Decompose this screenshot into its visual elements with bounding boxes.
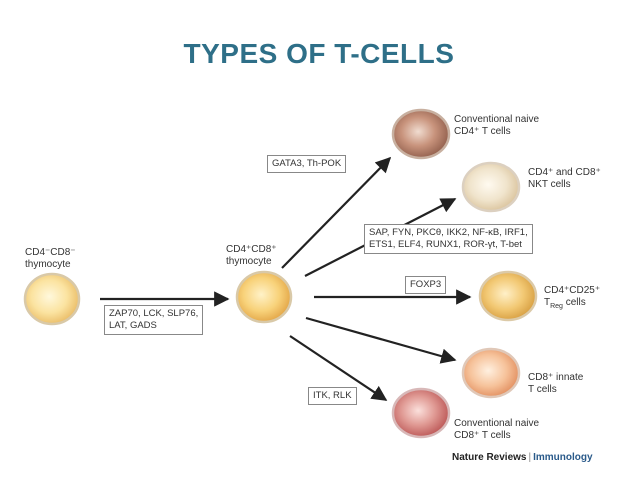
cell-cd8-innate	[461, 347, 521, 399]
label-source-thymocyte: CD4⁻CD8⁻ thymocyte	[25, 247, 76, 270]
factor-box-nkt: SAP, FYN, PKCθ, IKK2, NF-κB, IRF1, ETS1,…	[364, 224, 533, 254]
factor-box-dn-to-dp: ZAP70, LCK, SLP76, LAT, GADS	[104, 305, 204, 335]
arrow-to-cd8-naive	[289, 335, 388, 401]
label-treg: CD4⁺CD25⁺ TReg cells	[544, 285, 601, 310]
cell-cd8-naive	[391, 387, 451, 439]
source-credit: Nature Reviews|Immunology	[452, 452, 593, 463]
label-cd4-naive: Conventional naive CD4⁺ T cells	[454, 114, 540, 137]
factor-box-cd8: ITK, RLK	[308, 387, 357, 405]
label-nkt: CD4⁺ and CD8⁺ NKT cells	[528, 167, 601, 190]
cell-dp-thymocyte	[235, 270, 293, 324]
cell-nkt	[461, 161, 521, 213]
label-dp-thymocyte: CD4⁺CD8⁺ thymocyte	[226, 244, 277, 267]
cell-source-thymocyte	[23, 272, 81, 326]
slide-title: TYPES OF T-CELLS	[183, 38, 455, 69]
cell-cd4-naive	[391, 108, 451, 160]
arrow-to-cd4-naive	[281, 156, 392, 269]
factor-box-treg: FOXP3	[405, 276, 447, 294]
label-cd8-innate: CD8⁺ innate T cells	[528, 372, 584, 395]
factor-box-cd4: GATA3, Th-POK	[267, 155, 347, 173]
label-cd8-naive: Conventional naive CD8⁺ T cells	[454, 418, 540, 441]
arrow-to-cd8-innate	[305, 316, 457, 364]
cell-treg	[478, 270, 538, 322]
